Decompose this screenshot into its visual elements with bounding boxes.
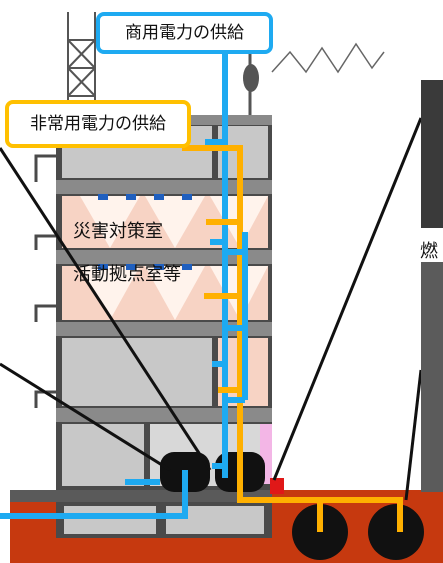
disaster-control-room-label: 災害対策室 bbox=[73, 221, 163, 242]
basement-tank-room bbox=[64, 506, 156, 534]
emergency-power-callout: 非常用電力の供給 bbox=[5, 100, 191, 148]
pointer-lines bbox=[0, 117, 423, 501]
photo-strip bbox=[421, 80, 443, 492]
emergency-power-label: 非常用電力の供給 bbox=[30, 113, 166, 134]
emergency-power-line bbox=[182, 145, 403, 532]
rooftop-antenna bbox=[243, 42, 385, 118]
basement-slab bbox=[10, 490, 272, 502]
ceiling-lights bbox=[98, 194, 192, 270]
commercial-power-line bbox=[0, 54, 228, 519]
activity-base-room-label: 活動拠点室等 bbox=[73, 264, 181, 285]
breaker-box bbox=[270, 478, 284, 494]
basement-tank-room-2 bbox=[166, 506, 264, 534]
commercial-power-label: 商用電力の供給 bbox=[125, 22, 244, 43]
balconies bbox=[34, 154, 56, 408]
photo-caption: 燃 bbox=[420, 241, 438, 262]
commercial-power-callout: 商用電力の供給 bbox=[96, 12, 273, 54]
fuel-tanks bbox=[292, 504, 424, 560]
commercial-branches bbox=[228, 232, 248, 403]
